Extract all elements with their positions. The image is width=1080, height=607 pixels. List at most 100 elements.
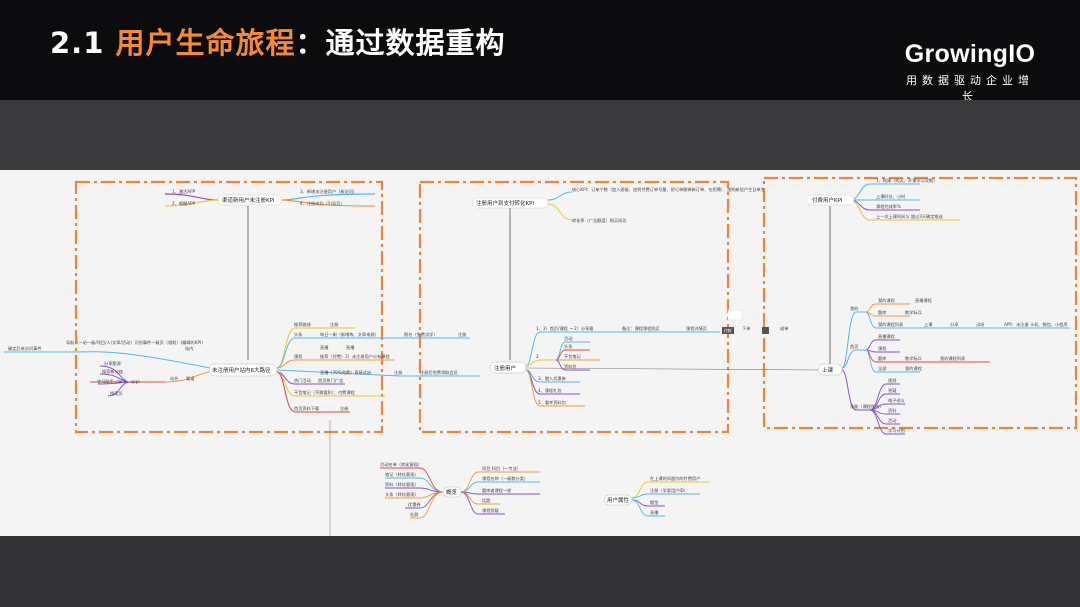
branch-line: [410, 491, 444, 519]
center-node-3: 上课: [822, 366, 834, 374]
s3-my-detail-6: APP、未注册 卡机、微信、小程序: [1004, 321, 1068, 328]
center-node-2-box: [489, 361, 527, 374]
right-detail-11: 注册: [340, 405, 348, 412]
attr-item-3: 题型: [650, 499, 658, 506]
lower-center: 概览: [446, 488, 458, 496]
lower-left-6: 社群: [410, 511, 419, 518]
branch-line: [107, 381, 131, 397]
branch-line: [841, 349, 866, 369]
s3-my-detail-3: 上课: [924, 321, 933, 328]
s3-func-2: 答疑: [888, 387, 897, 394]
kpi-node-2: 注册用户到支付转化KPI: [476, 199, 534, 207]
left-branch-2: 站外: [170, 375, 179, 382]
s2-sub-1: 活动: [564, 335, 572, 342]
s3-branch-1: 我的: [850, 305, 858, 312]
branch-line: [865, 349, 920, 373]
branch-line: [276, 371, 350, 413]
slide-title: 2.1 用户生命旅程：通过数据重构: [50, 20, 506, 62]
branch-line: [555, 359, 590, 371]
section-box-2: [418, 180, 730, 434]
center-node-1: 未注册用户站内6大路径: [212, 366, 271, 374]
mindmap-canvas: 渠道新用户未注册KPI 1、激活APP 2、唤醒APP 3、新增未注册用户（新访…: [0, 170, 1080, 536]
s3-home-detail-3: 我的课程列表: [940, 355, 966, 362]
left-detail: 导航（一站一级/项目/人/文章/活动）识别事件一级页（相框）(编辑的KPI): [66, 339, 203, 346]
left-branch-1: 站内: [185, 345, 193, 352]
s2-detail-2: 课程详情页: [686, 325, 707, 332]
title-highlight: 用户生命旅程: [115, 26, 296, 60]
s3-func-4: 资料: [888, 407, 897, 414]
branch-line: [525, 369, 585, 407]
right-detail-5: 直播: [346, 344, 355, 351]
title-suffix: ：通过数据重构: [295, 26, 506, 60]
right-item-7: 首页资料下载: [294, 405, 320, 412]
lower-left-2: 笔记（转化客观）: [385, 471, 419, 478]
brand-slogan: 用数据驱动企业增长: [906, 74, 1034, 103]
s3-home-3: 题库: [878, 355, 886, 362]
branch-line: [276, 369, 480, 377]
note-tag: [727, 309, 743, 321]
right-item-6: 干货笔记（不需要积）；付费课程: [294, 389, 356, 396]
s3-branch-3: 功能（课程服务）: [850, 403, 884, 410]
s3-func-3: 电子讲义: [888, 397, 906, 404]
right-item-1: 推荐路线: [294, 321, 312, 328]
kpi2-item-1: 核心KPI：订单个数（加入班级、加到付费订单号量、把订单删掉新订单、在招聘）、加…: [572, 186, 765, 193]
center-node-2: 注册用户: [494, 364, 516, 372]
kpi-right-2: 4、注册成功（引导页）: [300, 200, 345, 207]
s3-my-detail-5: 试听: [976, 321, 984, 328]
s3-my-2: 题库: [878, 309, 886, 316]
branch-line: [460, 491, 505, 515]
s2-branch-4: 4、课程礼包: [538, 387, 562, 394]
branch-line: [59, 351, 211, 369]
s3-home-1: 直播课程: [878, 333, 896, 340]
right-detail-6: 推荐（付费）2）未注册用户公有课程: [320, 353, 390, 360]
lower-right-4: 话题: [482, 497, 491, 504]
branch-line: [841, 369, 870, 411]
right-detail-2: 每日一刷（新增练、文章来源）: [320, 331, 379, 338]
s2-sub-3: 干货笔记: [564, 353, 582, 360]
attr-item-2: 注册（学家用户ID）: [650, 487, 688, 494]
section-box-1: [74, 180, 384, 434]
s3-my-3: 我的课程列表: [878, 321, 904, 328]
right-detail-8: 注册后免费领取会员: [420, 369, 458, 376]
kpi-node-3-box: [805, 194, 855, 206]
branch-line: [631, 499, 665, 517]
s2-branch-5: 5、看考资料包: [538, 399, 567, 406]
s2-detail-1: 备注：课程课程购买: [622, 325, 660, 332]
order-badge: [762, 327, 769, 334]
kpi3-item-4: 上一次上课时间与 超过3天确定推送: [876, 213, 944, 220]
kpi-left-1: 1、激活APP: [172, 188, 196, 195]
pay-badge: [722, 327, 734, 334]
title-prefix: 2.1: [50, 26, 116, 60]
kpi3-item-2: 上课时长、小时: [876, 193, 906, 200]
s3-home-4: 全部: [878, 365, 886, 372]
s3-my-1: 我的课程: [878, 297, 896, 304]
kpi3-item-1: 1、购课（购买、开课学习次数）: [876, 177, 937, 184]
brand: GrowingIO 用数据驱动企业增长: [900, 40, 1040, 104]
s3-my-detail-4: 分享: [950, 321, 958, 328]
s3-func-1: 视频: [888, 377, 897, 384]
kpi-left-2: 2、唤醒APP: [172, 200, 196, 207]
right-item-3: 课程: [294, 353, 303, 360]
s2-detail-3: 付款: [724, 328, 732, 333]
branch-line: [276, 337, 470, 369]
screen-band-bottom: [0, 536, 1080, 607]
right-detail-4: 注册: [458, 331, 466, 338]
lower-left-3: 资料（转化客观）: [385, 481, 419, 488]
attr-item-4: 直播: [650, 509, 659, 516]
right-detail-1: 注册: [330, 321, 338, 328]
brand-logo: GrowingIO: [904, 40, 1036, 68]
s2-branch-1: 1、3）首页/课程 → 2）分享看: [536, 325, 593, 332]
branch-line: [547, 203, 573, 221]
branch-line: [281, 193, 376, 201]
connector-line: [525, 367, 821, 371]
branch-line: [865, 303, 910, 313]
branch-line: [164, 193, 219, 201]
s2-sub-4: 资料包: [564, 363, 577, 370]
left-item-2: 搜索新分链: [102, 368, 124, 375]
s3-my-detail-2: 数学标兵: [905, 309, 922, 316]
branch-line: [276, 359, 395, 369]
right-item-5: 热门活动: [294, 377, 311, 384]
branch-line: [164, 371, 211, 383]
section-box-3: [762, 176, 1078, 430]
branch-line: [631, 493, 700, 499]
